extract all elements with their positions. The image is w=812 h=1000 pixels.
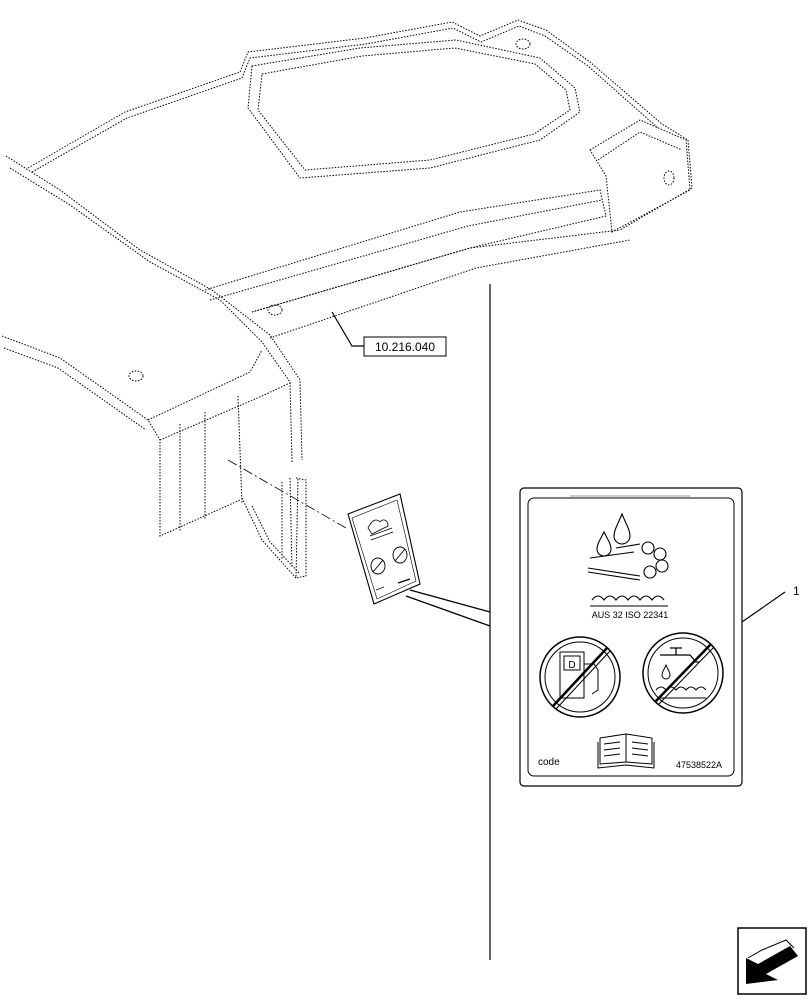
- item-number: 1: [793, 584, 800, 598]
- operator-manual-icon: [597, 733, 655, 769]
- fuel-pump-letter: D: [568, 660, 575, 671]
- no-water-icon: [642, 632, 724, 714]
- decal-detail: AUS 32 ISO 22341 D: [519, 487, 743, 787]
- placement-centerline: [227, 459, 347, 529]
- code-label: code: [538, 757, 560, 768]
- part-number: 47538522A: [676, 760, 722, 770]
- decal-installed: [347, 493, 421, 605]
- standard-text: AUS 32 ISO 22341: [592, 610, 669, 620]
- leader-lines: [331, 284, 786, 960]
- next-page-arrow-icon[interactable]: [737, 927, 807, 995]
- no-diesel-pump-icon: [539, 636, 621, 718]
- fender-assembly: [1, 19, 693, 580]
- def-fluid-icon: [587, 512, 669, 607]
- reference-label: 10.216.040: [375, 340, 435, 354]
- mounting-holes: [128, 38, 675, 382]
- reference-callout[interactable]: 10.216.040: [363, 336, 447, 357]
